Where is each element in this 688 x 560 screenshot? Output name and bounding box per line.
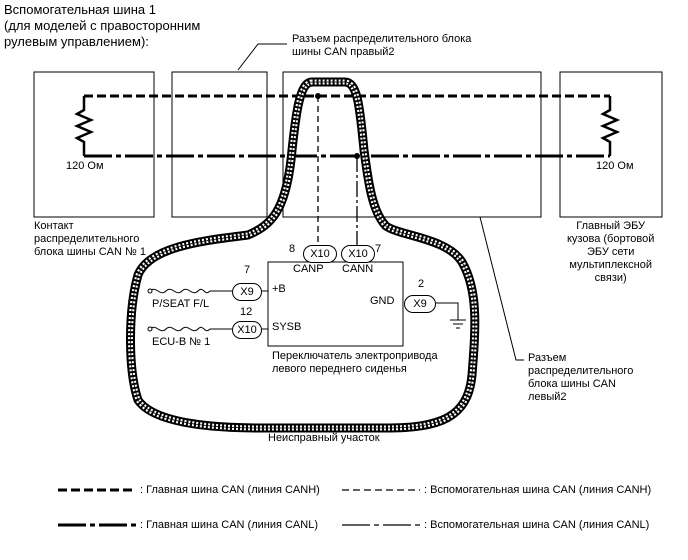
diagram-title: Вспомогательная шина 1 (для моделей с пр… — [4, 2, 201, 49]
left-connector-label: Разъем распределительного блока шины CAN… — [528, 352, 634, 403]
right-connector-box — [282, 71, 542, 218]
ground-symbol — [450, 319, 466, 329]
b-source-label: P/SEAT F/L — [152, 298, 210, 310]
cann-pin-label: CANN — [342, 263, 374, 275]
gnd-pin-label: GND — [370, 295, 395, 307]
cann-pin-number: 7 — [375, 243, 382, 255]
switch-box — [267, 261, 404, 347]
b-connector: X9 — [232, 283, 262, 301]
switch-label: Переключатель электропривода левого пере… — [272, 350, 438, 375]
sysb-source-dot — [147, 326, 153, 332]
gnd-connector: X9 — [404, 295, 436, 313]
right-connector-leader — [237, 43, 287, 71]
left-resistor-value: 120 Ом — [66, 160, 104, 172]
canp-pin-number: 8 — [289, 243, 296, 255]
gnd-pin-number: 2 — [418, 278, 425, 290]
b-pin-number: 7 — [244, 264, 251, 276]
b-pin-label: +B — [272, 283, 286, 295]
main-ecu-box — [559, 71, 663, 218]
cann-connector: X10 — [341, 245, 375, 263]
sysb-pin-label: SYSB — [272, 321, 302, 333]
canp-pin-label: CANP — [293, 263, 324, 275]
legend-main-canl-text: : Главная шина CAN (линия CANL) — [140, 519, 318, 531]
b-fuse-symbol — [149, 288, 211, 294]
right-resistor-value: 120 Ом — [596, 160, 634, 172]
sysb-connector: X10 — [232, 321, 262, 339]
sysb-fuse-symbol — [149, 326, 211, 332]
left-connector-leader — [479, 216, 524, 361]
right-resistor — [599, 96, 621, 156]
b-source-dot — [147, 288, 153, 294]
legend-sub-canh-text: : Вспомогательная шина CAN (линия CANH) — [424, 484, 652, 496]
left-contact-box — [33, 71, 155, 218]
sysb-pin-number: 12 — [240, 306, 253, 318]
right-connector-label: Разъем распределительного блока шины CAN… — [292, 33, 472, 58]
sysb-source-label: ECU-B № 1 — [152, 336, 211, 348]
middle-block-box — [171, 71, 268, 218]
main-ecu-label: Главный ЭБУ кузова (бортовой ЭБУ сети му… — [567, 220, 655, 284]
canp-connector: X10 — [303, 245, 337, 263]
legend-main-canh-text: : Главная шина CAN (линия CANH) — [140, 484, 320, 496]
left-contact-label: Контакт распределительного блока шины CA… — [34, 220, 146, 258]
fault-area-label: Неисправный участок — [268, 432, 380, 444]
fault-area-outline — [126, 77, 480, 433]
left-resistor — [73, 96, 95, 156]
gnd-wire — [436, 302, 459, 320]
legend-sub-canl-text: : Вспомогательная шина CAN (линия CANL) — [424, 519, 650, 531]
